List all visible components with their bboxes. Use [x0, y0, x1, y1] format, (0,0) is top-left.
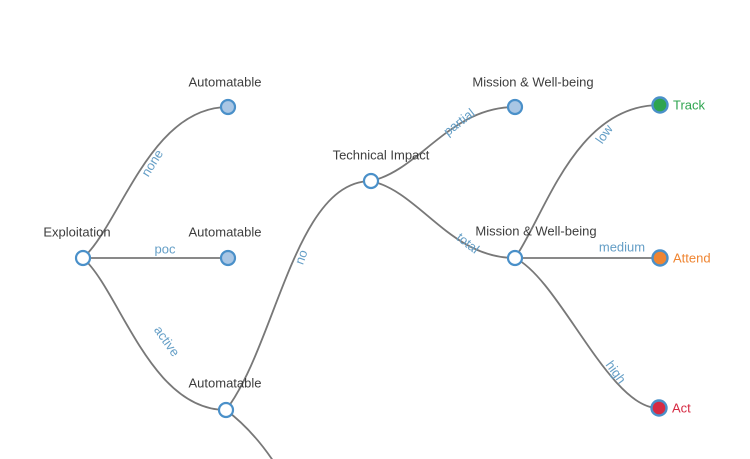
- node-act[interactable]: [650, 399, 668, 417]
- node-label-mission-total: Mission & Well-being: [475, 224, 596, 239]
- node-automatable-active[interactable]: [217, 401, 235, 419]
- node-label-automatable-poc: Automatable: [189, 225, 262, 240]
- node-label-technical-impact: Technical Impact: [333, 148, 430, 163]
- edge-label-no: no: [292, 248, 311, 267]
- edge-active: [82, 257, 227, 411]
- edge-low: [514, 104, 661, 259]
- edge-partial: [370, 106, 516, 182]
- node-technical-impact[interactable]: [362, 172, 380, 190]
- node-mission-partial[interactable]: [506, 98, 524, 116]
- edge-label-partial: partial: [440, 105, 477, 139]
- edge-label-low: low: [592, 121, 616, 146]
- nodes-layer: [74, 96, 669, 419]
- node-label-automatable-active: Automatable: [189, 376, 262, 391]
- node-label-track: Track: [673, 98, 706, 113]
- edge-none: [82, 106, 229, 259]
- node-automatable-none[interactable]: [219, 98, 237, 116]
- edges-layer: [82, 104, 661, 459]
- node-label-act: Act: [672, 401, 691, 416]
- edge-no: [225, 180, 372, 411]
- node-exploitation[interactable]: [74, 249, 92, 267]
- node-label-automatable-none: Automatable: [189, 75, 262, 90]
- edge-label-none: none: [138, 147, 166, 179]
- edge-label-poc: poc: [155, 242, 176, 257]
- node-labels-layer: ExploitationAutomatableAutomatableAutoma…: [43, 75, 710, 416]
- edge-total: [370, 180, 516, 259]
- node-label-attend: Attend: [673, 251, 711, 266]
- edge-high: [514, 257, 660, 409]
- edge-label-medium: medium: [599, 240, 645, 255]
- node-automatable-poc[interactable]: [219, 249, 237, 267]
- edge-yes-offscreen: [225, 409, 273, 459]
- node-label-exploitation: Exploitation: [43, 225, 110, 240]
- node-label-mission-partial: Mission & Well-being: [472, 75, 593, 90]
- node-mission-total[interactable]: [506, 249, 524, 267]
- node-track[interactable]: [651, 96, 669, 114]
- edge-label-active: active: [151, 323, 183, 359]
- node-attend[interactable]: [651, 249, 669, 267]
